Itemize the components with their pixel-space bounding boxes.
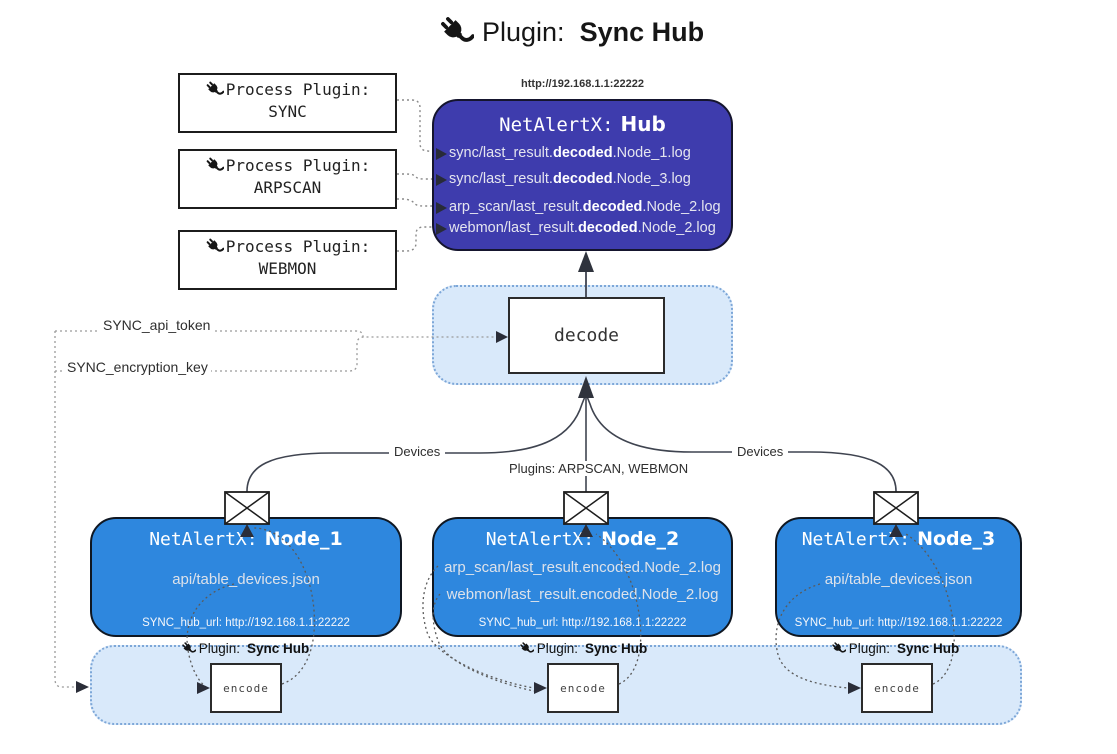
encode-plugin-label-1: Plugin:Sync Hub — [160, 641, 330, 656]
arrow-into-encode-panel — [76, 681, 89, 693]
plug-icon — [519, 641, 534, 656]
triangle-right-icon — [436, 223, 447, 235]
node-file: api/table_devices.json — [824, 571, 973, 588]
encode-plugin-label-2: Plugin:Sync Hub — [498, 641, 668, 656]
node-title: NetAlertX:Node_3 — [801, 528, 996, 550]
hub-log-line: sync/last_result.decoded.Node_1.log — [436, 145, 727, 163]
node-file: api/table_devices.json — [172, 571, 320, 588]
hub-log-line: arp_scan/last_result.decoded.Node_2.log — [436, 199, 727, 217]
edge-label-devices-left: Devices — [389, 444, 446, 459]
nodes-to-decode-edges — [246, 393, 897, 494]
edge-label-plugins-center: Plugins: ARPSCAN, WEBMON — [504, 461, 694, 476]
plug-icon — [205, 156, 224, 175]
node-title: NetAlertX:Node_2 — [485, 528, 680, 550]
process-plugin-box-sync: Process Plugin: SYNC — [178, 73, 397, 133]
sync-api-token-label: SYNC_api_token — [100, 317, 214, 333]
node-hub-url: SYNC_hub_url: http://192.168.1.1:22222 — [142, 617, 350, 629]
process-plugin-label: Process Plugin: — [225, 156, 371, 175]
process-plugin-name: ARPSCAN — [253, 178, 322, 197]
node-hub-url: SYNC_hub_url: http://192.168.1.1:22222 — [794, 617, 1003, 629]
page-title: Plugin: Sync Hub — [438, 14, 704, 50]
plug-icon — [205, 237, 224, 256]
triangle-right-icon — [436, 148, 447, 160]
node-box-node-1: NetAlertX:Node_1 api/table_devices.json … — [90, 517, 402, 637]
decode-label: decode — [553, 325, 620, 346]
plug-icon — [438, 14, 474, 50]
process-plugin-name: WEBMON — [258, 259, 317, 278]
hub-title: NetAlertX: Hub — [434, 112, 731, 136]
encode-box-2: encode — [547, 663, 619, 713]
node-hub-url: SYNC_hub_url: http://192.168.1.1:22222 — [478, 617, 687, 629]
triangle-right-icon — [436, 202, 447, 214]
hub-title-name: Hub — [620, 112, 666, 136]
node-file: webmon/last_result.encoded.Node_2.log — [446, 586, 719, 603]
plug-icon — [181, 641, 196, 656]
node-file: arp_scan/last_result.encoded.Node_2.log — [444, 559, 721, 576]
node-box-node-2: NetAlertX:Node_2 arp_scan/last_result.en… — [432, 517, 733, 637]
node-title: NetAlertX:Node_1 — [149, 528, 343, 550]
decode-box: decode — [508, 297, 665, 374]
hub-log-line: webmon/last_result.decoded.Node_2.log — [436, 220, 727, 238]
hub-box: NetAlertX: Hub sync/last_result.decoded.N… — [432, 99, 733, 251]
plugin-to-hub-connectors — [397, 99, 433, 252]
process-plugin-box-arpscan: Process Plugin: ARPSCAN — [178, 149, 397, 209]
triangle-right-icon — [436, 174, 447, 186]
process-plugin-name: SYNC — [268, 102, 307, 121]
process-plugin-box-webmon: Process Plugin: WEBMON — [178, 230, 397, 290]
process-plugin-label: Process Plugin: — [225, 237, 371, 256]
title-name: Sync Hub — [579, 16, 705, 47]
encode-box-1: encode — [210, 663, 282, 713]
plug-icon — [831, 641, 846, 656]
encode-box-3: encode — [861, 663, 933, 713]
node-box-node-3: NetAlertX:Node_3 api/table_devices.json … — [775, 517, 1022, 637]
encode-plugin-label-3: Plugin:Sync Hub — [810, 641, 980, 656]
hub-log-line: sync/last_result.decoded.Node_3.log — [436, 171, 727, 189]
plug-icon — [205, 80, 224, 99]
hub-title-prefix: NetAlertX: — [499, 114, 614, 136]
sync-encryption-key-label: SYNC_encryption_key — [64, 359, 211, 375]
hub-url-label: http://192.168.1.1:22222 — [521, 78, 644, 90]
edge-label-devices-right: Devices — [732, 444, 789, 459]
title-label: Plugin: — [482, 16, 565, 47]
process-plugin-label: Process Plugin: — [225, 80, 371, 99]
